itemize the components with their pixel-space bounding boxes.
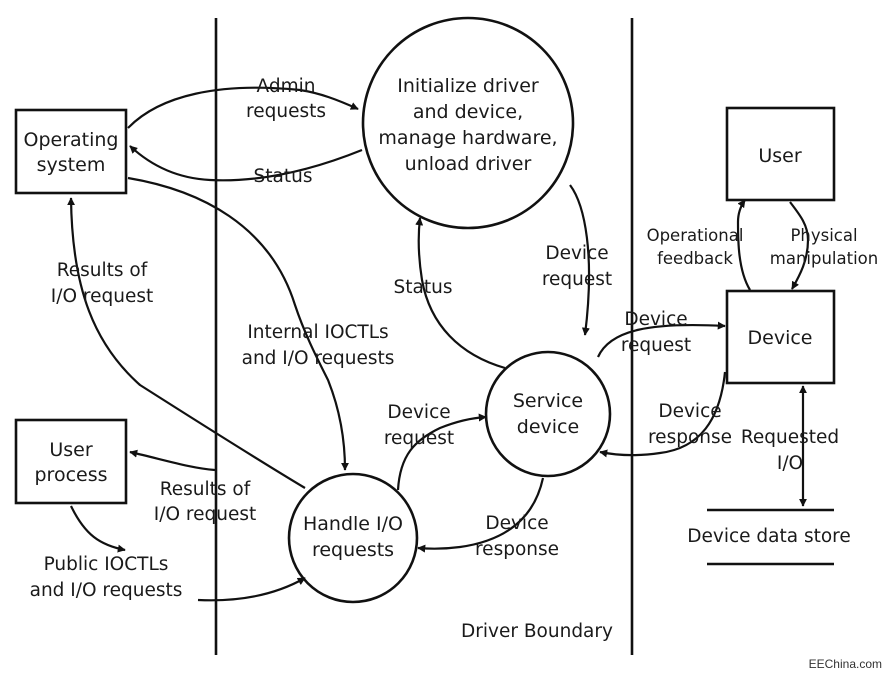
initialize-driver-label: Initialize driver and device, manage hardw… bbox=[378, 75, 557, 175]
flow-public-ioctls bbox=[70, 505, 126, 553]
operating-system-label: Operating system bbox=[24, 129, 119, 176]
label-results-io-to-os: Results of I/O request bbox=[51, 260, 153, 307]
label-internal-ioctls-line-2: and I/O requests bbox=[242, 348, 395, 369]
operating-system-label-line-2: system bbox=[37, 154, 106, 176]
label-device-response-service-to-handle-line-2: response bbox=[475, 539, 559, 560]
label-operational-feedback-line-2: feedback bbox=[657, 249, 733, 268]
label-device-request-init-to-service: Device request bbox=[542, 243, 612, 290]
node-device-data-store: Device data store bbox=[687, 508, 851, 566]
device-label-line-1: Device bbox=[748, 327, 813, 349]
flow-public-ioctls-lower bbox=[197, 577, 306, 602]
watermark: EEChina.com bbox=[809, 657, 882, 671]
label-device-request-init-to-service-line-1: Device bbox=[545, 243, 608, 264]
label-status-to-os: Status bbox=[254, 166, 313, 187]
user-process-label-line-1: User bbox=[49, 439, 92, 461]
label-status-to-os-line-1: Status bbox=[254, 166, 313, 187]
flow-admin-requests bbox=[127, 86, 359, 129]
flow-results-io-to-user bbox=[129, 449, 216, 472]
handle-io-label-line-1: Handle I/O bbox=[303, 513, 403, 535]
label-status-service-to-init-line-1: Status bbox=[394, 277, 453, 298]
label-public-ioctls-line-1: Public IOCTLs bbox=[44, 554, 169, 575]
flow-status-to-os bbox=[129, 145, 363, 182]
label-operational-feedback-line-1: Operational bbox=[647, 226, 744, 245]
label-device-request-init-to-service-line-2: request bbox=[542, 269, 612, 290]
flow-operational-feedback bbox=[736, 199, 751, 291]
label-device-response-device-to-service-line-2: response bbox=[648, 427, 732, 448]
label-device-request-service-to-device: Device request bbox=[621, 309, 691, 356]
label-results-io-to-user: Results of I/O request bbox=[154, 479, 256, 525]
label-results-io-to-user-line-1: Results of bbox=[160, 479, 251, 500]
label-device-response-device-to-service: Device response bbox=[648, 401, 732, 448]
service-device-label: Service device bbox=[513, 390, 583, 438]
flow-device-request-handle-to-service bbox=[396, 413, 487, 491]
label-device-request-service-to-device-line-1: Device bbox=[624, 309, 687, 330]
label-device-request-handle-to-service: Device request bbox=[384, 402, 454, 449]
initialize-driver-label-line-3: manage hardware, bbox=[378, 127, 557, 149]
label-physical-manipulation: Physical manipulation bbox=[770, 226, 878, 268]
user-process-label: User process bbox=[34, 439, 107, 486]
node-handle-io: Handle I/O requests bbox=[287, 472, 419, 604]
device-label: Device bbox=[748, 327, 813, 349]
node-operating-system: Operating system bbox=[14, 108, 128, 195]
label-internal-ioctls-line-1: Internal IOCTLs bbox=[247, 322, 388, 343]
label-device-request-handle-to-service-line-2: request bbox=[384, 428, 454, 449]
flow-device-request-service-to-device bbox=[596, 321, 726, 358]
label-admin-requests-line-1: Admin bbox=[257, 76, 316, 97]
label-results-io-to-os-line-2: I/O request bbox=[51, 286, 153, 307]
label-device-response-device-to-service-line-1: Device bbox=[658, 401, 721, 422]
label-results-io-to-os-line-1: Results of bbox=[57, 260, 148, 281]
user-process-label-line-2: process bbox=[34, 464, 107, 486]
flow-status-service-to-init bbox=[415, 217, 506, 370]
flow-device-response-service-to-handle bbox=[417, 477, 545, 553]
label-device-request-handle-to-service-line-1: Device bbox=[387, 402, 450, 423]
flow-results-io-to-os bbox=[67, 197, 306, 489]
initialize-driver-label-line-4: unload driver bbox=[405, 153, 532, 175]
label-physical-manipulation-line-1: Physical bbox=[790, 226, 857, 245]
node-user-process: User process bbox=[14, 418, 128, 505]
node-initialize-driver: Initialize driver and device, manage hardw… bbox=[361, 16, 575, 230]
node-service-device: Service device bbox=[484, 350, 612, 478]
label-public-ioctls-line-2: and I/O requests bbox=[30, 580, 183, 601]
initialize-driver-label-line-1: Initialize driver bbox=[397, 75, 539, 97]
label-requested-io-line-1: Requested bbox=[741, 427, 839, 448]
label-physical-manipulation-line-2: manipulation bbox=[770, 249, 878, 268]
label-admin-requests-line-2: requests bbox=[246, 101, 326, 122]
driver-boundary-label-line-1: Driver Boundary bbox=[461, 621, 613, 642]
label-status-service-to-init: Status bbox=[394, 277, 453, 298]
handle-io-label: Handle I/O requests bbox=[303, 513, 403, 561]
label-device-response-service-to-handle-line-1: Device bbox=[485, 513, 548, 534]
label-internal-ioctls: Internal IOCTLs and I/O requests bbox=[242, 322, 395, 369]
service-device-label-line-1: Service bbox=[513, 390, 583, 412]
device-data-store-label: Device data store bbox=[687, 526, 851, 547]
driver-boundary-label: Driver Boundary bbox=[461, 621, 613, 642]
label-operational-feedback: Operational feedback bbox=[647, 226, 744, 268]
watermark-line-1: EEChina.com bbox=[809, 657, 882, 671]
flow-internal-ioctls bbox=[127, 176, 349, 471]
label-public-ioctls: Public IOCTLs and I/O requests bbox=[30, 554, 183, 601]
flow-physical-manipulation bbox=[789, 201, 810, 290]
user-label-line-1: User bbox=[758, 145, 801, 167]
handle-io-label-line-2: requests bbox=[312, 539, 394, 561]
initialize-driver-label-line-2: and device, bbox=[413, 101, 523, 123]
label-results-io-to-user-line-2: I/O request bbox=[154, 504, 256, 525]
node-user: User bbox=[725, 106, 836, 202]
user-label: User bbox=[758, 145, 801, 167]
service-device-label-line-2: device bbox=[517, 416, 579, 438]
flow-device-request-init-to-service bbox=[569, 184, 591, 336]
label-device-response-service-to-handle: Device response bbox=[475, 513, 559, 560]
node-device: Device bbox=[725, 289, 836, 385]
operating-system-label-line-1: Operating bbox=[24, 129, 119, 151]
device-data-store-label-line-1: Device data store bbox=[687, 526, 851, 547]
flow-device-response-device-to-service bbox=[599, 371, 727, 458]
label-requested-io-line-2: I/O bbox=[777, 453, 803, 474]
label-admin-requests: Admin requests bbox=[246, 76, 326, 122]
label-device-request-service-to-device-line-2: request bbox=[621, 335, 691, 356]
